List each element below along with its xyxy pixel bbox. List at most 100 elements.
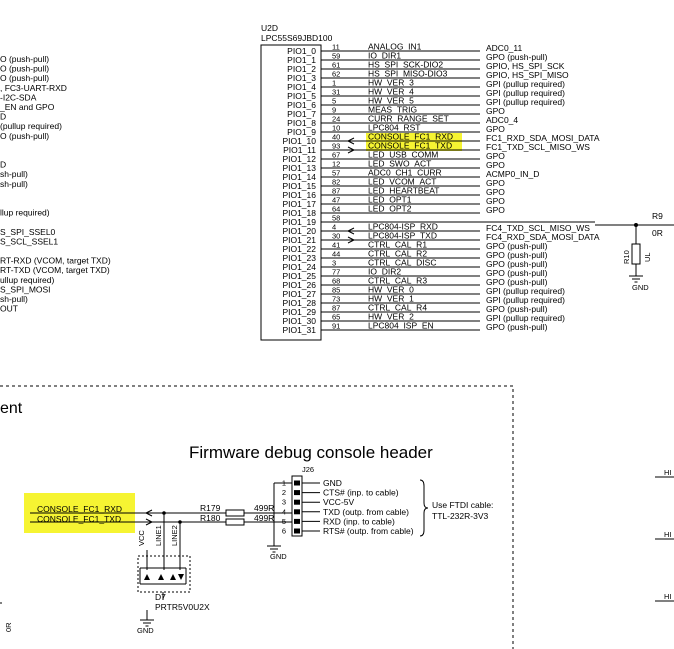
net-label: HW_VER_4 <box>368 87 414 97</box>
pin-function: GPO (push-pull) <box>486 52 548 62</box>
pin-function: GPO (push-pull) <box>486 241 548 251</box>
ground-symbol <box>629 275 643 283</box>
pin-function: GPI (pullup required) <box>486 295 565 305</box>
ic-pin-number: 87 <box>332 304 340 313</box>
ic-pin-number: 85 <box>332 286 340 295</box>
net-label: LED_OPT2 <box>368 204 412 214</box>
pin-function: GPO (push-pull) <box>486 268 548 278</box>
net-highlight <box>366 142 462 151</box>
left-description-line: sh-pull) <box>0 294 28 304</box>
ic-pin-number: 57 <box>332 169 340 178</box>
ic-refdes: U2D <box>261 23 278 33</box>
r179-value: 499R <box>254 503 274 513</box>
d7-pin-line2: LINE2 <box>170 525 179 546</box>
r9-r10-area: R9 0R R10 UL GND <box>595 211 674 292</box>
net-label: LED_HEARTBEAT <box>368 186 440 196</box>
net-label: CURR_RANGE_SET <box>368 114 449 124</box>
pin-function: FC1_RXD_SDA_MOSI_DATA <box>486 133 600 143</box>
r10-value: UL <box>643 252 652 262</box>
tvs-diode-3 <box>170 574 176 580</box>
ic-pin-name: PIO1_28 <box>282 298 316 308</box>
r10-refdes: R10 <box>622 250 631 264</box>
ic-body <box>260 44 322 341</box>
left-description-line: sh-pull) <box>0 179 28 189</box>
left-description-line: (pullup required) <box>0 121 62 131</box>
ic-pin-name: PIO1_17 <box>282 199 316 209</box>
ic-pin-number: 5 <box>332 97 336 106</box>
ic-pin-name: PIO1_21 <box>282 235 316 245</box>
ic-pin-number: 10 <box>332 124 340 133</box>
left-description-line: O (push-pull) <box>0 73 49 83</box>
d7-pin-vcc: VCC <box>137 530 146 546</box>
net-label: HW_VER_0 <box>368 285 414 295</box>
ic-pin-name: PIO1_23 <box>282 253 316 263</box>
j26-pin-number: 4 <box>282 507 286 516</box>
j26-pin-label: RXD (inp. to cable) <box>323 516 395 526</box>
r9-refdes: R9 <box>652 211 663 221</box>
ic-pin-number: 12 <box>332 160 340 169</box>
ic-pin-number: 82 <box>332 178 340 187</box>
j26-note-line1: Use FTDI cable: <box>432 500 493 510</box>
pin-function: ACMP0_IN_D <box>486 169 539 179</box>
j26-note-line2: TTL-232R-3V3 <box>432 511 488 521</box>
left-description-line: O (push-pull) <box>0 54 49 64</box>
net-label: HW_VER_1 <box>368 294 414 304</box>
net-label: HW_VER_2 <box>368 312 414 322</box>
left-description-line: RT-TXD (VCOM, target TXD) <box>0 265 110 275</box>
ic-pin-name: PIO1_30 <box>282 316 316 326</box>
j26-ground-label: GND <box>270 552 287 561</box>
r180-resistor <box>225 518 245 526</box>
ic-pin-number: 9 <box>332 106 336 115</box>
j26-refdes: J26 <box>302 465 314 474</box>
ic-pin-number: 91 <box>332 322 340 331</box>
ic-pin-name: PIO1_14 <box>282 172 316 182</box>
left-description-line: _EN and GPO <box>0 102 55 112</box>
net-label: CTRL_CAL_R1 <box>368 240 427 250</box>
left-description-line: llup required) <box>0 208 50 218</box>
d7-part: PRTR5V0U2X <box>155 602 210 612</box>
net-label: CTRL_CAL_R2 <box>368 249 427 259</box>
ic-pin-name: PIO1_0 <box>287 46 316 56</box>
left-description-line: OUT <box>0 304 18 314</box>
ic-pin-name: PIO1_7 <box>287 109 316 119</box>
d7-body <box>137 555 191 593</box>
r179-refdes: R179 <box>200 503 221 513</box>
pin-function: GPO <box>486 205 505 215</box>
ic-pin-number: 24 <box>332 115 340 124</box>
pin-function: GPO <box>486 124 505 134</box>
net-label: CTRL_CAL_R3 <box>368 276 427 286</box>
pin-function: GPO <box>486 178 505 188</box>
arrow-rxd <box>144 509 153 517</box>
left-description-line: D <box>0 112 6 122</box>
net-label: CONSOLE_FC1_TXD <box>368 141 452 151</box>
ic-pin-number: 47 <box>332 196 340 205</box>
ic-pin-name: PIO1_18 <box>282 208 316 218</box>
pin-function: GPI (pullup required) <box>486 313 565 323</box>
ic-pin-number: 62 <box>332 70 340 79</box>
ic-pin-name: PIO1_15 <box>282 181 316 191</box>
ic-pin-name: PIO1_5 <box>287 91 316 101</box>
ic-pin-number: 41 <box>332 241 340 250</box>
ic-pin-number: 87 <box>332 187 340 196</box>
console-net-rxd: CONSOLE_FC1_RXD <box>37 504 122 514</box>
pin-function: FC1_TXD_SCL_MISO_WS <box>486 142 590 152</box>
j26-pin-label: GND <box>323 478 342 488</box>
right-stub-2: HI <box>664 530 672 539</box>
